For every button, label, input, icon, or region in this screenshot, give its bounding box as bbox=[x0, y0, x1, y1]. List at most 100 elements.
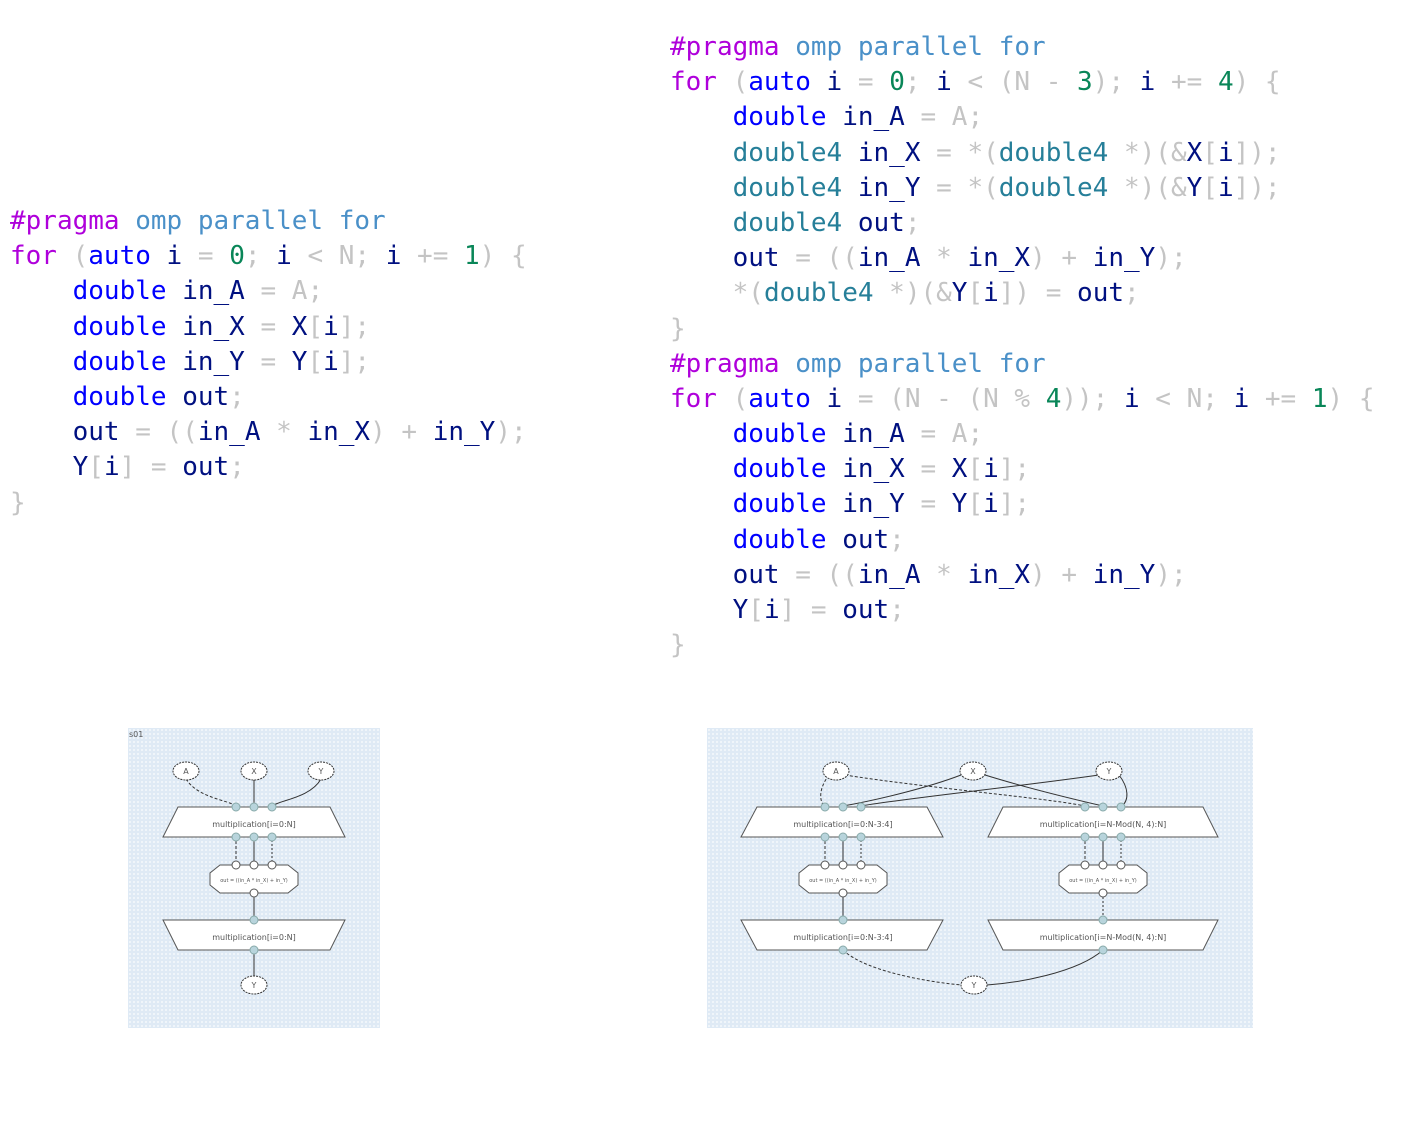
code-token: double bbox=[732, 454, 827, 485]
dataflow-graph-vectorized: A X Y multiplication[i=0:N-3:4] multipli… bbox=[707, 728, 1253, 1028]
map1-connector-out-a bbox=[820, 832, 830, 842]
code-token: i bbox=[385, 241, 402, 272]
code-token: i bbox=[1217, 137, 1234, 168]
code-token: ; bbox=[889, 595, 905, 625]
code-token: Y bbox=[951, 489, 968, 520]
access-node-y-in[interactable] bbox=[1095, 761, 1123, 781]
code-token: ( bbox=[716, 67, 749, 98]
code-token: [ bbox=[967, 454, 984, 485]
code-token: i bbox=[1217, 172, 1234, 203]
code-token: out bbox=[1077, 278, 1125, 309]
code-token: double4 bbox=[998, 172, 1109, 203]
code-token: i bbox=[150, 241, 183, 272]
exit1-connector-out bbox=[838, 945, 848, 955]
code-token: } bbox=[670, 313, 686, 344]
code-token: += bbox=[1155, 67, 1218, 98]
code-line: double out; bbox=[670, 523, 1374, 558]
code-line: for (auto i = 0; i < N; i += 1) { bbox=[10, 239, 527, 274]
tasklet1-in-x bbox=[838, 860, 848, 870]
code-token: ]); bbox=[1233, 172, 1281, 203]
code-line: for (auto i = 0; i < (N - 3); i += 4) { bbox=[670, 65, 1374, 100]
connector-in-x bbox=[249, 802, 259, 812]
code-token: i bbox=[103, 452, 120, 483]
map-entry[interactable] bbox=[162, 806, 346, 838]
code-token bbox=[670, 278, 733, 308]
code-token: [ bbox=[748, 595, 764, 625]
tasklet1-in-a bbox=[820, 860, 830, 870]
map-entry-1[interactable] bbox=[740, 806, 944, 838]
code-token: i bbox=[936, 67, 952, 98]
code-token: ) + bbox=[370, 417, 433, 448]
edge-a-to-map1 bbox=[820, 774, 830, 807]
code-line: #pragma omp parallel for bbox=[670, 347, 1374, 382]
code-token: = (( bbox=[779, 243, 858, 274]
code-token: in_A bbox=[826, 419, 905, 450]
access-node-x[interactable] bbox=[959, 761, 987, 781]
access-node-x-label: X bbox=[251, 767, 257, 776]
tasklet-2[interactable] bbox=[1058, 864, 1148, 894]
map1-connector-in-x bbox=[838, 802, 848, 812]
code-token: i bbox=[810, 383, 843, 414]
code-token: double bbox=[72, 346, 167, 377]
exit2-connector-in bbox=[1098, 915, 1108, 925]
access-node-y-out[interactable] bbox=[240, 975, 268, 995]
code-token: ; bbox=[229, 381, 245, 412]
access-node-x-label: X bbox=[970, 767, 976, 776]
code-token: ]) = bbox=[998, 278, 1078, 309]
access-node-a[interactable] bbox=[172, 761, 200, 781]
code-token: out bbox=[670, 243, 780, 274]
code-token: Y bbox=[10, 452, 89, 483]
code-token: [ bbox=[1202, 137, 1218, 168]
access-node-x[interactable] bbox=[240, 761, 268, 781]
code-token bbox=[10, 312, 73, 342]
access-node-y-out[interactable] bbox=[960, 975, 988, 995]
code-token: in_Y bbox=[1092, 559, 1156, 590]
map1-connector-out-y bbox=[856, 832, 866, 842]
code-token: 1 bbox=[1311, 383, 1328, 414]
map2-connector-out-a bbox=[1080, 832, 1090, 842]
tasklet-in-x bbox=[249, 860, 259, 870]
code-token: ) { bbox=[1233, 67, 1281, 98]
code-line: double in_A = A; bbox=[670, 100, 1374, 135]
code-token: = bbox=[842, 67, 890, 98]
edge-exit1-to-y bbox=[842, 949, 963, 986]
map1-connector-out-x bbox=[838, 832, 848, 842]
code-token: double bbox=[732, 102, 827, 133]
map-exit-2[interactable] bbox=[987, 919, 1219, 951]
connector-in-y bbox=[267, 802, 277, 812]
code-token: double bbox=[72, 311, 167, 342]
code-token: #pragma bbox=[670, 32, 780, 62]
code-token: #pragma bbox=[10, 206, 120, 236]
code-token: double4 bbox=[998, 137, 1109, 168]
code-token: [ bbox=[307, 311, 324, 342]
map-entry-1-label: multiplication[i=0:N-3:4] bbox=[793, 820, 892, 829]
code-token: ]; bbox=[338, 311, 371, 342]
map-exit-1-label: multiplication[i=0:N-3:4] bbox=[793, 933, 892, 942]
code-token: for bbox=[670, 383, 717, 414]
code-token: auto bbox=[748, 67, 811, 98]
code-token: in_A bbox=[857, 559, 921, 590]
code-token: * bbox=[260, 417, 308, 448]
code-token: X bbox=[291, 311, 308, 342]
access-node-y-in[interactable] bbox=[307, 761, 335, 781]
map-exit-1[interactable] bbox=[740, 919, 944, 951]
access-node-a-label: A bbox=[833, 767, 839, 776]
code-token: out bbox=[842, 595, 890, 625]
map-entry-2[interactable] bbox=[987, 806, 1219, 838]
code-token: = bbox=[904, 454, 952, 485]
code-token: ); bbox=[495, 417, 527, 448]
code-token: ; bbox=[889, 524, 905, 555]
code-token: ) { bbox=[1327, 383, 1375, 414]
edge-exit2-to-y bbox=[986, 949, 1104, 986]
code-token: = bbox=[904, 489, 952, 520]
code-token: ; bbox=[229, 452, 245, 483]
code-token: ); bbox=[1092, 67, 1140, 98]
tasklet[interactable] bbox=[209, 864, 299, 894]
map-exit[interactable] bbox=[162, 919, 346, 951]
code-token: X bbox=[951, 454, 968, 485]
code-token: *)(& bbox=[1108, 137, 1187, 168]
code-token: i bbox=[276, 241, 292, 272]
tasklet-1[interactable] bbox=[798, 864, 888, 894]
code-token: double bbox=[732, 489, 827, 520]
access-node-a[interactable] bbox=[822, 761, 850, 781]
